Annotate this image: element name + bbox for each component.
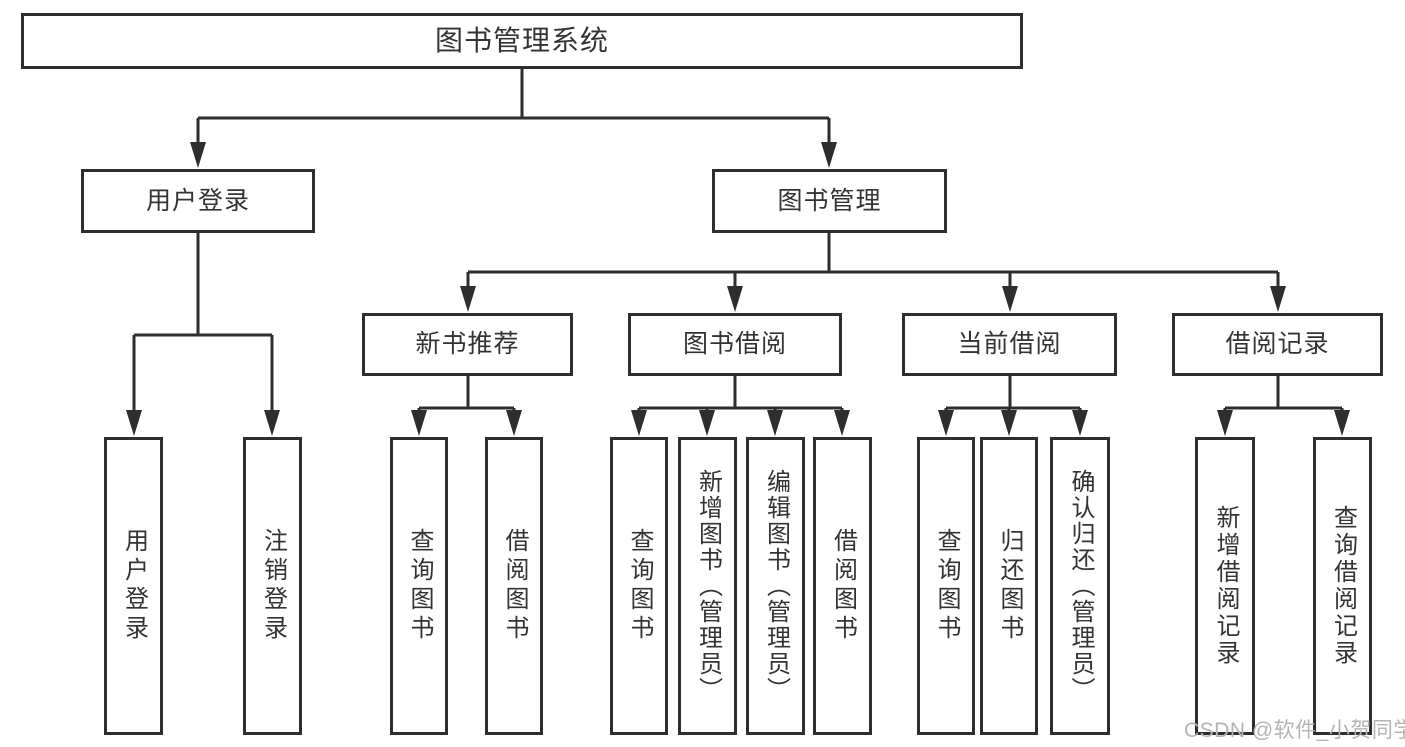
node-edit-book-admin: 编辑图书（管理员） <box>746 437 805 735</box>
node-borrow-record: 借阅记录 <box>1172 313 1383 376</box>
node-current-borrow: 当前借阅 <box>902 313 1117 376</box>
connector-currentborrow-children <box>938 376 1088 436</box>
node-add-borrow-record: 新增借阅记录 <box>1195 437 1255 735</box>
node-book-borrow: 图书借阅 <box>628 313 842 376</box>
node-query-book-current: 查询图书 <box>917 437 975 735</box>
connector-borrowrecord-children <box>1217 376 1350 436</box>
connector-bookborrow-children <box>631 376 850 436</box>
node-query-book-recommend: 查询图书 <box>390 437 448 735</box>
node-borrow-book-recommend: 借阅图书 <box>485 437 543 735</box>
node-login: 用户登录 <box>104 437 163 735</box>
node-query-book-borrow: 查询图书 <box>610 437 668 735</box>
node-borrow-book-borrow: 借阅图书 <box>813 437 872 735</box>
node-root: 图书管理系统 <box>21 13 1023 69</box>
node-query-borrow-record: 查询借阅记录 <box>1313 437 1372 735</box>
connector-bookmgmt-children <box>460 233 1286 312</box>
connector-newbookrec-children <box>411 376 522 436</box>
node-return-book: 归还图书 <box>980 437 1038 735</box>
node-user-login: 用户登录 <box>81 169 315 233</box>
connector-userlogin-children <box>126 233 280 436</box>
watermark: CSDN @软件_小贺同学 <box>1184 719 1405 742</box>
connector-root-to-level2 <box>190 69 837 168</box>
node-confirm-return-admin: 确认归还（管理员） <box>1050 437 1110 735</box>
node-book-mgmt: 图书管理 <box>712 169 947 233</box>
node-new-book-recommend: 新书推荐 <box>362 313 573 376</box>
node-logout: 注销登录 <box>243 437 302 735</box>
node-add-book-admin: 新增图书（管理员） <box>678 437 737 735</box>
